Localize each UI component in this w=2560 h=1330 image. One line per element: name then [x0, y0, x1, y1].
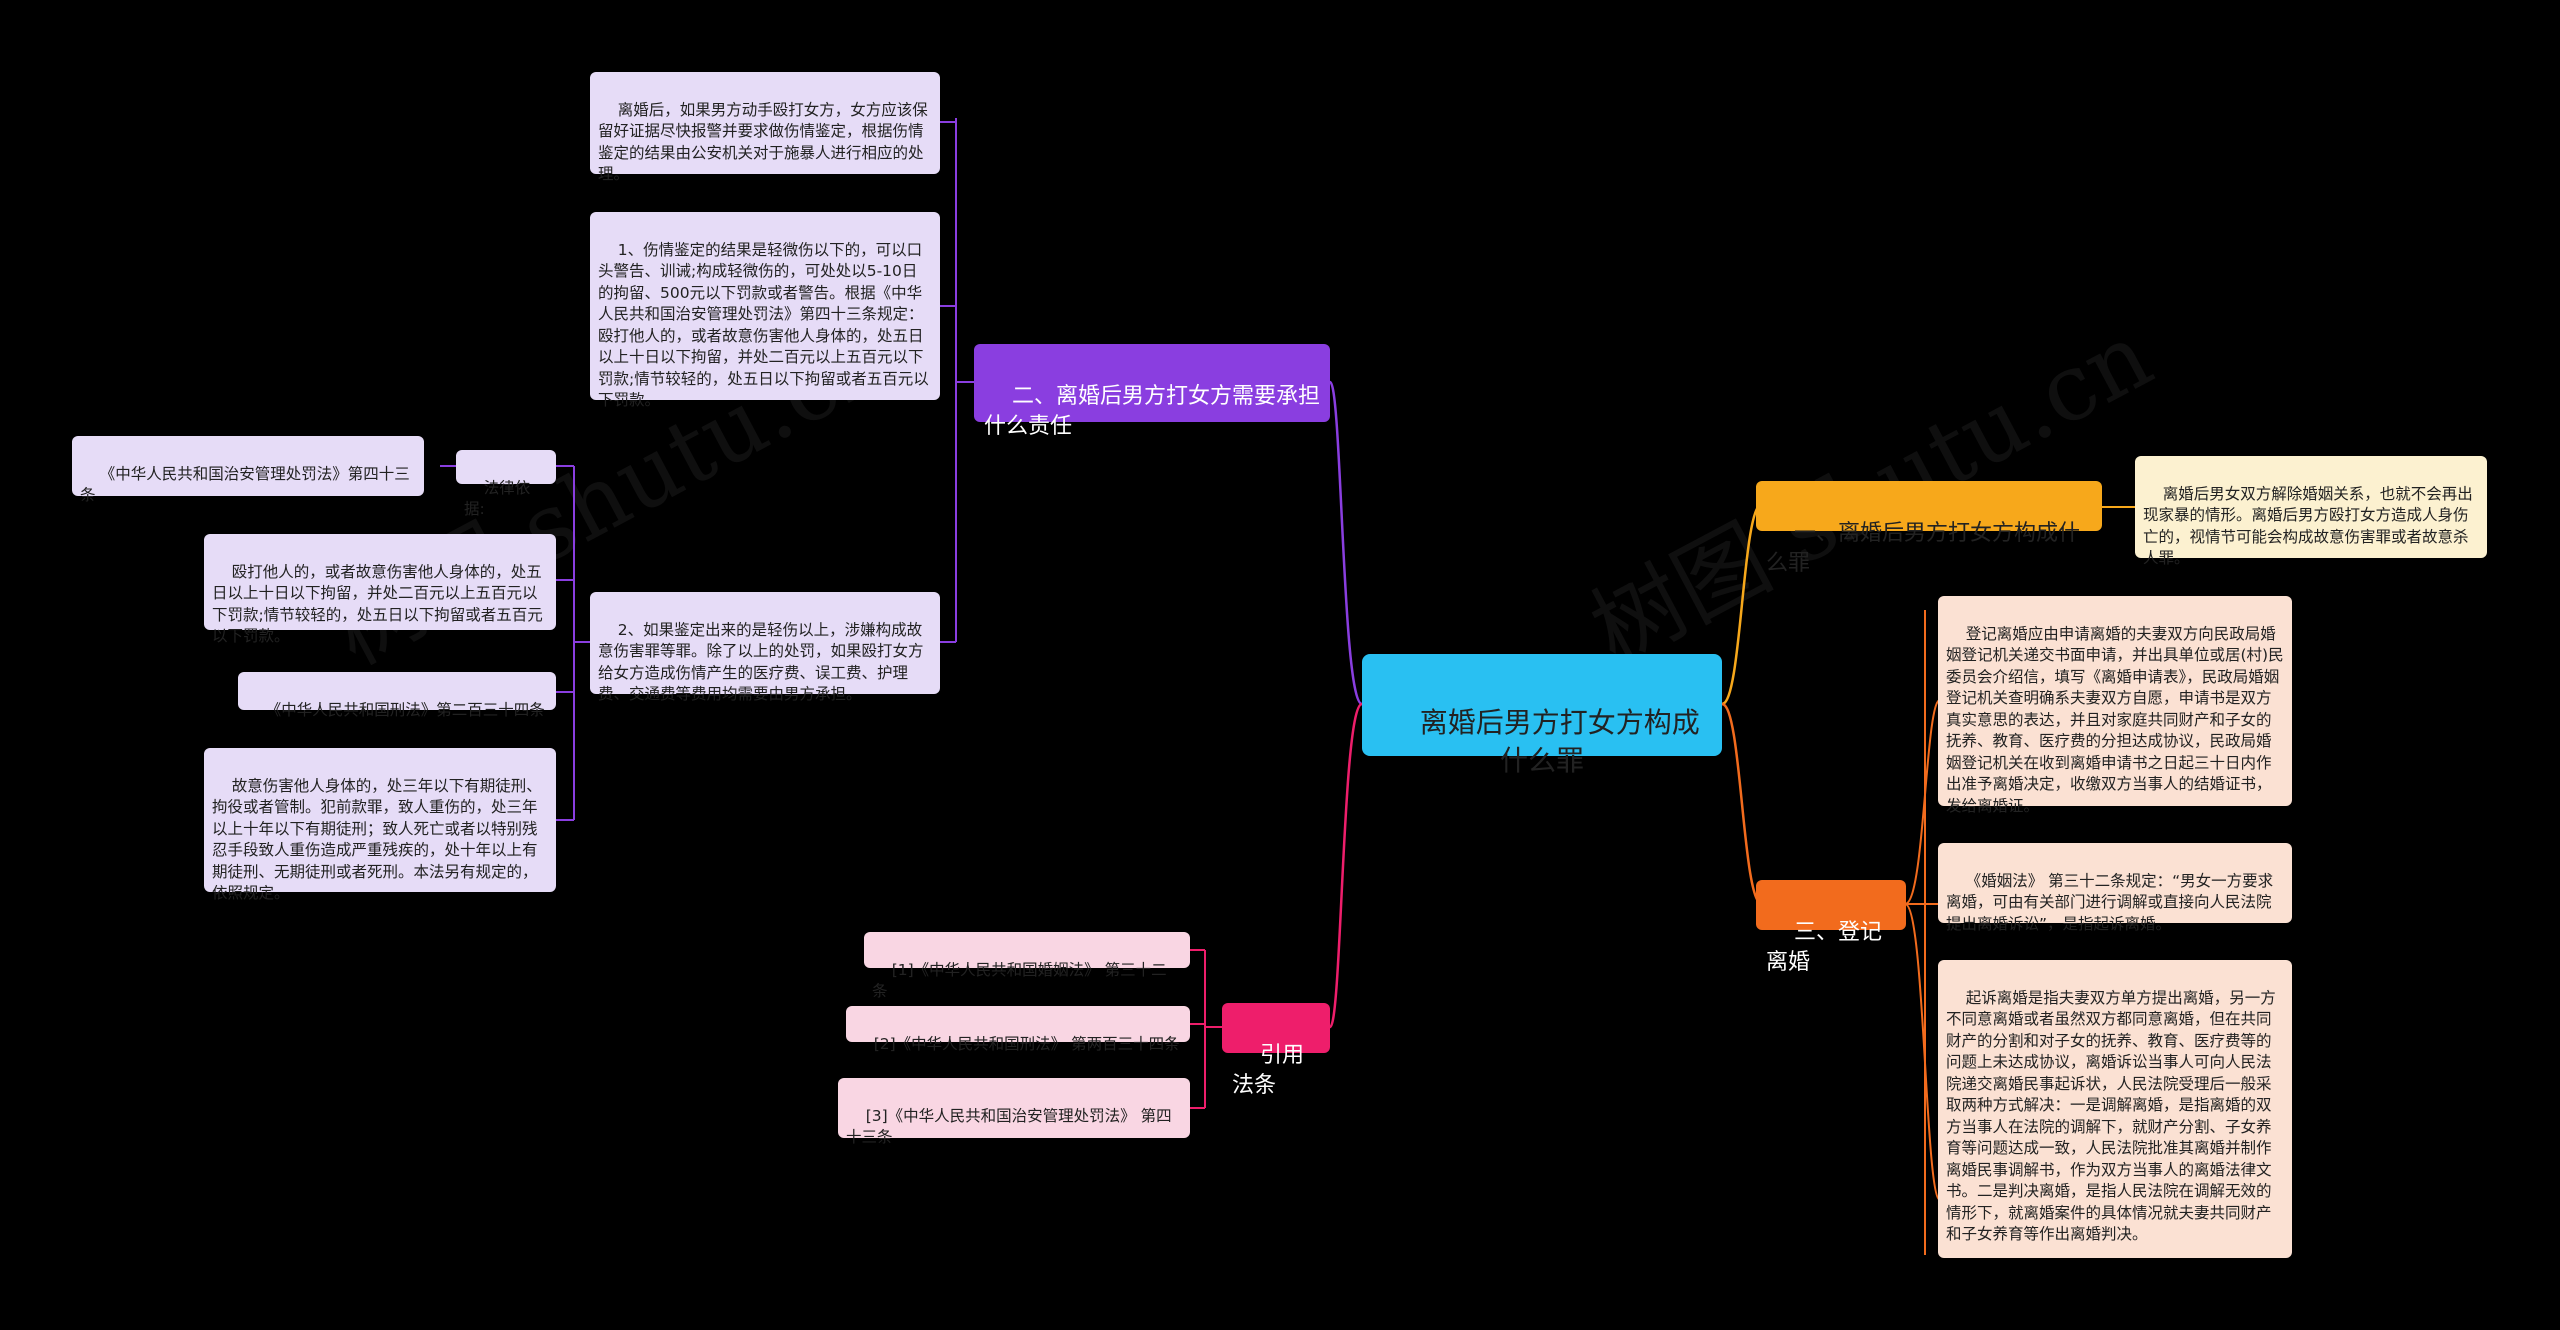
link-references-children	[1190, 949, 1222, 1109]
reference-2-text: [2]《中华人民共和国刑法》 第两百三十四条	[873, 1034, 1180, 1053]
central-topic-label: 离婚后男方打女方构成什么罪	[1419, 706, 1700, 777]
reference-1[interactable]: [1]《中华人民共和国婚姻法》 第三十二条	[864, 932, 1190, 1000]
link-basis-law-trunk	[556, 579, 574, 821]
branch-registration[interactable]: 三、登记离婚	[1756, 880, 1906, 975]
legal-basis-law-1[interactable]: 《中华人民共和国治安管理处罚法》第四十三条	[72, 436, 424, 504]
registration-detail-3[interactable]: 起诉离婚是指夫妻双方单方提出离婚，另一方不同意离婚或者虽然双方都同意离婚，但在共…	[1938, 960, 2292, 1258]
registration-detail-2[interactable]: 《婚姻法》 第三十二条规定：“男女一方要求离婚，可由有关部门进行调解或直接向人民…	[1938, 843, 2292, 933]
link-resp-trunk	[955, 118, 974, 642]
legal-basis-clause-1[interactable]: 殴打他人的，或者故意伤害他人身体的，处五日以上十日以下拘留，并处二百元以上五百元…	[204, 534, 556, 645]
legal-basis-clause-2-text: 故意伤害他人身体的，处三年以下有期徒刑、拘役或者管制。犯前款罪，致人重伤的，处三…	[212, 776, 542, 903]
link-registration-children	[1904, 699, 1941, 1201]
branch-crime-label: 一、离婚后男方打女方构成什么罪	[1766, 521, 2080, 576]
branch-references-label: 引用法条	[1232, 1043, 1304, 1098]
reference-1-text: [1]《中华人民共和国婚姻法》 第三十二条	[872, 960, 1167, 1001]
registration-detail-3-text: 起诉离婚是指夫妻双方单方提出离婚，另一方不同意离婚或者虽然双方都同意离婚，但在共…	[1946, 988, 2276, 1244]
responsibility-report-text: 离婚后，如果男方动手殴打女方，女方应该保留好证据尽快报警并要求做伤情鉴定，根据伤…	[598, 100, 928, 184]
responsibility-serious[interactable]: 2、如果鉴定出来的是轻伤以上，涉嫌构成故意伤害罪等罪。除了以上的处罚，如果殴打女…	[590, 592, 940, 703]
registration-detail-1-text: 登记离婚应由申请离婚的夫妻双方向民政局婚姻登记机关递交书面申请，并出具单位或居(…	[1946, 624, 2284, 815]
legal-basis-clause-2[interactable]: 故意伤害他人身体的，处三年以下有期徒刑、拘役或者管制。犯前款罪，致人重伤的，处三…	[204, 748, 556, 902]
registration-detail-1[interactable]: 登记离婚应由申请离婚的夫妻双方向民政局婚姻登记机关递交书面申请，并出具单位或居(…	[1938, 596, 2292, 815]
legal-basis-law-2-text: 《中华人民共和国刑法》第二百三十四条	[265, 700, 545, 719]
legal-basis-label-text: 法律依据:	[464, 478, 531, 519]
branch-registration-label: 三、登记离婚	[1766, 920, 1882, 975]
legal-basis-law-2[interactable]: 《中华人民共和国刑法》第二百三十四条	[238, 672, 556, 719]
link-central-registration	[1721, 702, 1763, 906]
responsibility-minor[interactable]: 1、伤情鉴定的结果是轻微伤以下的，可以口头警告、训诫;构成轻微伤的，可处处以5-…	[590, 212, 940, 409]
branch-responsibility[interactable]: 二、离婚后男方打女方需要承担什么责任	[974, 344, 1330, 439]
reference-2[interactable]: [2]《中华人民共和国刑法》 第两百三十四条	[846, 1006, 1190, 1053]
responsibility-minor-text: 1、伤情鉴定的结果是轻微伤以下的，可以口头警告、训诫;构成轻微伤的，可处处以5-…	[598, 240, 929, 410]
reference-3[interactable]: [3]《中华人民共和国治安管理处罚法》 第四十三条	[838, 1078, 1190, 1146]
link-serious-basis	[573, 466, 590, 820]
responsibility-report[interactable]: 离婚后，如果男方动手殴打女方，女方应该保留好证据尽快报警并要求做伤情鉴定，根据伤…	[590, 72, 940, 183]
link-central-crime	[1721, 502, 1763, 706]
legal-basis-law-1-text: 《中华人民共和国治安管理处罚法》第四十三条	[80, 464, 410, 505]
crime-detail-text: 离婚后男女双方解除婚姻关系，也就不会再出现家暴的情形。离婚后男方殴打女方造成人身…	[2143, 484, 2473, 568]
legal-basis-clause-1-text: 殴打他人的，或者故意伤害他人身体的，处五日以上十日以下拘留，并处二百元以上五百元…	[212, 562, 543, 646]
legal-basis-label[interactable]: 法律依据:	[456, 450, 556, 518]
branch-references[interactable]: 引用法条	[1222, 1003, 1330, 1098]
registration-detail-2-text: 《婚姻法》 第三十二条规定：“男女一方要求离婚，可由有关部门进行调解或直接向人民…	[1946, 871, 2274, 933]
responsibility-serious-text: 2、如果鉴定出来的是轻伤以上，涉嫌构成故意伤害罪等罪。除了以上的处罚，如果殴打女…	[598, 620, 924, 704]
branch-responsibility-label: 二、离婚后男方打女方需要承担什么责任	[984, 384, 1320, 439]
branch-crime[interactable]: 一、离婚后男方打女方构成什么罪	[1756, 481, 2102, 576]
link-central-references	[1328, 702, 1364, 1029]
link-central-responsibility	[1328, 380, 1364, 706]
reference-3-text: [3]《中华人民共和国治安管理处罚法》 第四十三条	[846, 1106, 1172, 1147]
central-topic[interactable]: 离婚后男方打女方构成什么罪	[1362, 654, 1722, 777]
crime-detail[interactable]: 离婚后男女双方解除婚姻关系，也就不会再出现家暴的情形。离婚后男方殴打女方造成人身…	[2135, 456, 2487, 567]
